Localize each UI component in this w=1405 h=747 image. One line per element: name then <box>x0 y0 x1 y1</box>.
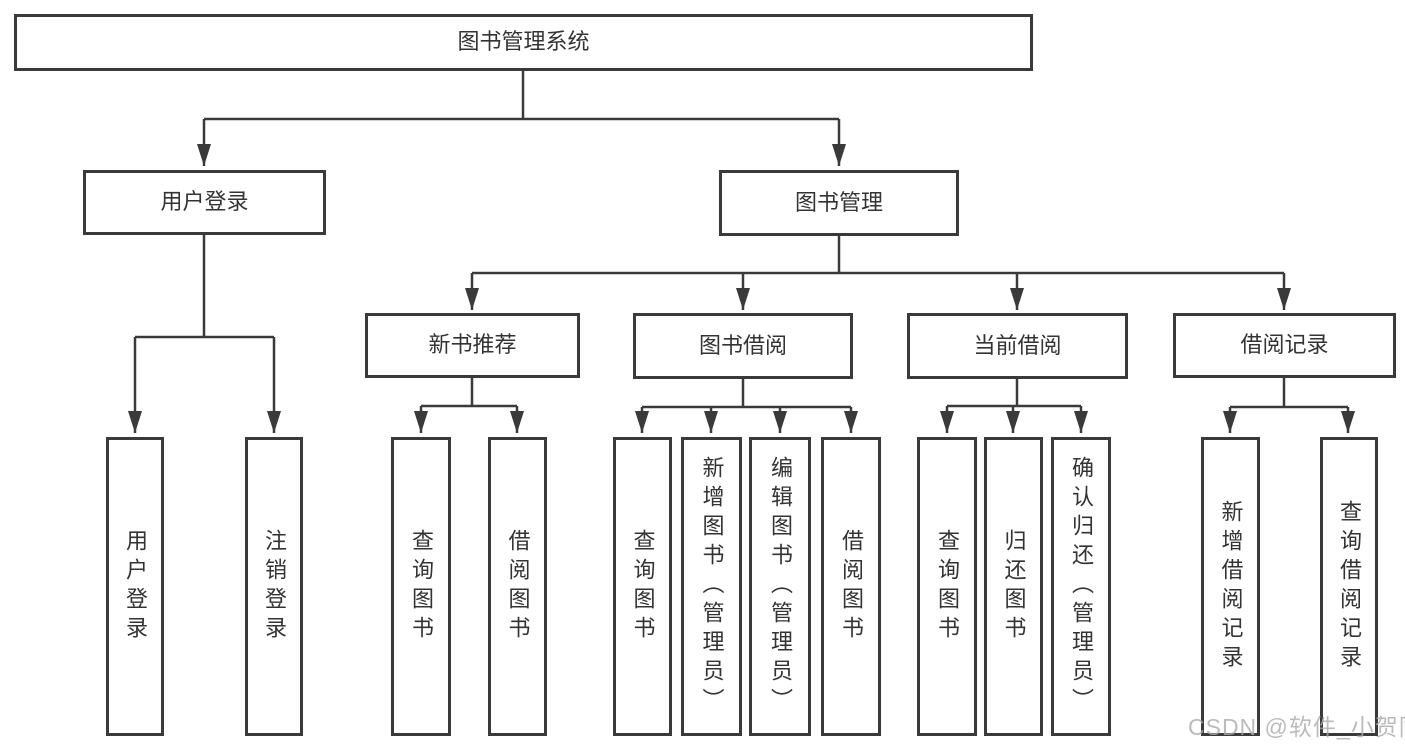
node-new-book-recommend: 新书推荐 <box>365 313 580 378</box>
edges-book-mgmt-to-level3 <box>465 236 1291 310</box>
leaf-query-book-recommend: 查询图书 <box>391 437 451 736</box>
leaf-borrow-book: 借阅图书 <box>821 437 881 736</box>
csdn-watermark: CSDN @软件_小贺同学 <box>1188 714 1405 740</box>
node-borrow-record: 借阅记录 <box>1173 313 1396 378</box>
leaf-user-login: 用户登录 <box>106 437 164 736</box>
edges-new-book-rec-children <box>414 378 524 433</box>
edges-root-to-level2 <box>197 70 846 166</box>
edges-borrow-record-children <box>1223 378 1355 433</box>
edges-book-borrow-children <box>635 379 858 433</box>
leaf-query-book-current: 查询图书 <box>917 437 977 736</box>
leaf-edit-book-admin: 编辑图书（管理员） <box>749 437 811 736</box>
leaf-add-borrow-record: 新增借阅记录 <box>1201 437 1260 736</box>
edges-user-login-children <box>128 235 281 433</box>
leaf-query-borrow-record: 查询借阅记录 <box>1320 437 1378 736</box>
leaf-confirm-return-admin: 确认归还（管理员） <box>1051 437 1111 736</box>
leaf-logout: 注销登录 <box>245 437 303 736</box>
node-current-borrow: 当前借阅 <box>907 313 1128 379</box>
node-book-management: 图书管理 <box>719 170 959 236</box>
leaf-return-book: 归还图书 <box>984 437 1043 736</box>
leaf-query-book-borrow: 查询图书 <box>613 437 672 736</box>
leaf-borrow-book-recommend: 借阅图书 <box>488 437 547 736</box>
edges-current-borrow-children <box>940 379 1088 433</box>
node-user-login: 用户登录 <box>83 170 326 235</box>
node-book-borrow: 图书借阅 <box>633 313 853 379</box>
leaf-add-book-admin: 新增图书（管理员） <box>681 437 742 736</box>
node-root-system: 图书管理系统 <box>14 14 1033 71</box>
